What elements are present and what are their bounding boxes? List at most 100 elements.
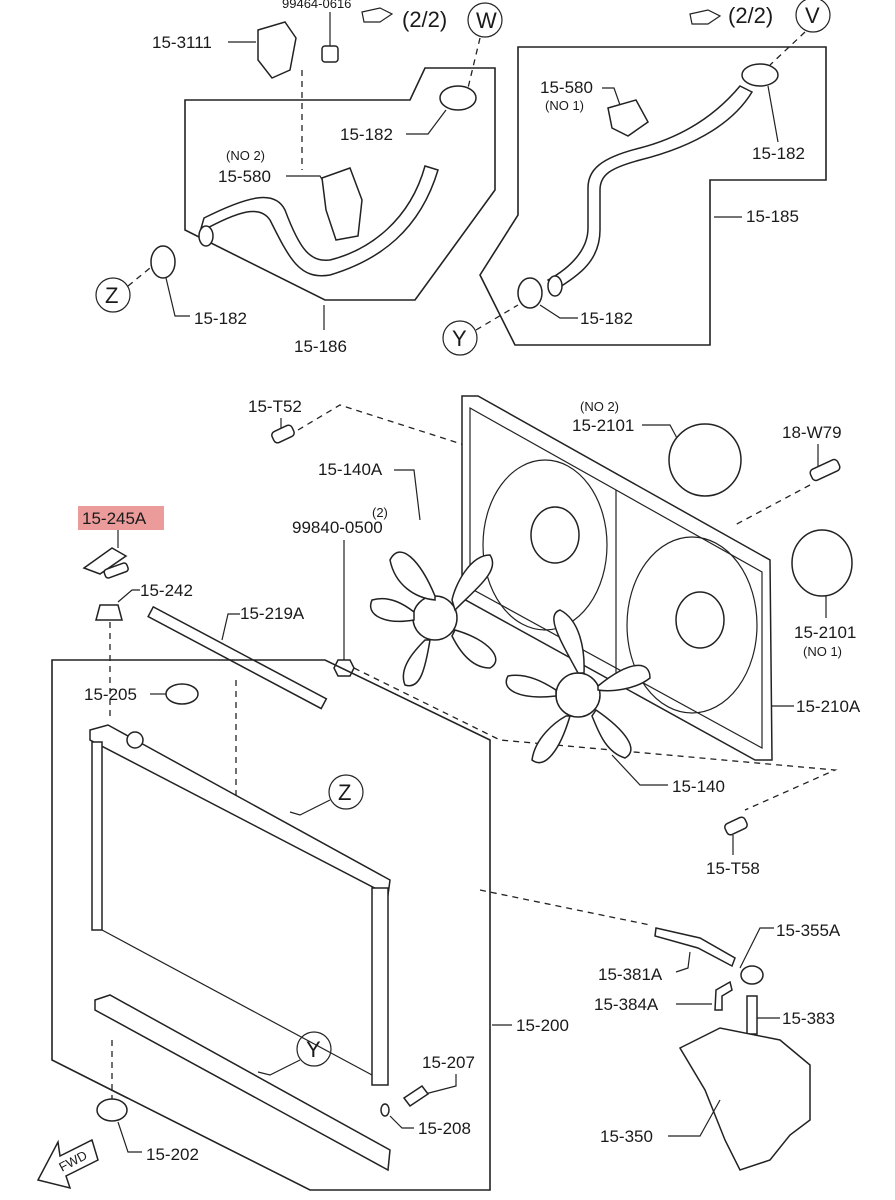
- label-15-205[interactable]: 15-205: [84, 685, 137, 704]
- clip-15-580-no2: [321, 167, 363, 241]
- radiator-bottom-tank: [94, 994, 391, 1172]
- motor-hub-right: [675, 591, 725, 649]
- ref-letter-z-rad: Z: [338, 780, 351, 805]
- fan-motor-no2: [668, 423, 742, 497]
- label-15-580-l[interactable]: 15-580: [218, 167, 271, 186]
- label-top-cut[interactable]: 99464-0616: [282, 0, 351, 11]
- label-15-381A[interactable]: 15-381A: [598, 965, 663, 984]
- label-15-580-r[interactable]: 15-580: [540, 78, 593, 97]
- cap-15-205: [165, 683, 199, 705]
- ref-note-v: (2/2): [728, 3, 773, 28]
- label-15-182-y[interactable]: 15-182: [580, 309, 633, 328]
- ref-letter-y-rad: Y: [306, 1037, 321, 1062]
- label-15-140A[interactable]: 15-140A: [318, 460, 383, 479]
- label-15-210A[interactable]: 15-210A: [796, 697, 861, 716]
- leader-line: [117, 1121, 142, 1153]
- label-15-140[interactable]: 15-140: [672, 777, 725, 796]
- label-15-2101-b[interactable]: 15-2101: [794, 623, 856, 642]
- label-qty-2: (2): [372, 505, 388, 520]
- leader-line: [767, 85, 779, 143]
- label-15-355A[interactable]: 15-355A: [776, 921, 841, 940]
- leader-line: [165, 277, 190, 317]
- radiator-side-left: [91, 741, 103, 931]
- bolt-18-W79: [809, 458, 841, 482]
- hose-15-185: [546, 85, 754, 292]
- hose-15-384A: [714, 980, 733, 1011]
- leader-line: [221, 613, 240, 641]
- label-15-207[interactable]: 15-207: [422, 1053, 475, 1072]
- bracket-15-3111: [257, 21, 297, 79]
- label-99840-0500[interactable]: 99840-0500: [292, 518, 383, 537]
- ref-circle-v[interactable]: [795, 0, 831, 33]
- leader-line: [289, 799, 331, 816]
- bolt-15-T52: [271, 424, 295, 444]
- fan-motor-no1: [791, 529, 853, 597]
- ref-letter-z-top: Z: [105, 283, 118, 308]
- leader-line: [424, 1074, 457, 1095]
- bushing-15-242: [95, 604, 123, 621]
- leader-line: [117, 589, 140, 603]
- dash-line: [734, 484, 811, 526]
- label-no2-580: (NO 2): [226, 148, 265, 163]
- fwd-arrow-icon: [36, 1138, 99, 1190]
- ref-circle-y-top[interactable]: [442, 320, 478, 356]
- radiator-top-tank: [89, 724, 391, 897]
- ref-circle-y-rad[interactable]: [296, 1031, 332, 1067]
- label-15-186[interactable]: 15-186: [294, 337, 347, 356]
- dash-line: [467, 37, 481, 89]
- label-15-242[interactable]: 15-242: [140, 581, 193, 600]
- shroud-inner: [469, 406, 763, 750]
- clamp-15-182: [517, 277, 543, 309]
- ref-circle-z-top[interactable]: [95, 277, 131, 313]
- clamp-15-182: [741, 63, 779, 87]
- label-15-208[interactable]: 15-208: [418, 1119, 471, 1138]
- hose-end: [547, 275, 563, 297]
- leader-line: [668, 1099, 721, 1137]
- drain-plug-top: [126, 731, 144, 749]
- hand-pointer-icon: [689, 9, 722, 25]
- clip-15-580-no1: [607, 99, 649, 137]
- label-15-200[interactable]: 15-200: [516, 1016, 569, 1035]
- leader-line: [739, 927, 774, 969]
- mount-15-202: [96, 1098, 128, 1122]
- dash-line: [475, 304, 519, 331]
- label-15-185[interactable]: 15-185: [746, 207, 799, 226]
- hose-end: [198, 225, 214, 247]
- reservoir-15-350: [678, 1027, 811, 1171]
- dash-line: [127, 267, 151, 287]
- hose-15-381A: [654, 927, 736, 968]
- group-outline-185: [479, 46, 827, 346]
- label-15-T52[interactable]: 15-T52: [248, 397, 302, 416]
- label-15-350[interactable]: 15-350: [600, 1127, 653, 1146]
- leader-line: [389, 1115, 414, 1129]
- leader-line: [539, 304, 578, 319]
- leader-line: [611, 754, 668, 786]
- ref-circle-z-rad[interactable]: [328, 774, 364, 810]
- label-15-182-v[interactable]: 15-182: [752, 144, 805, 163]
- label-15-T58[interactable]: 15-T58: [706, 859, 760, 878]
- label-15-3111[interactable]: 15-3111: [152, 33, 212, 52]
- label-no2-2101: (NO 2): [580, 399, 619, 414]
- label-15-182-z[interactable]: 15-182: [194, 309, 247, 328]
- group-outline-186: [184, 67, 496, 301]
- label-15-245A[interactable]: 15-245A: [82, 509, 147, 528]
- label-15-182-w[interactable]: 15-182: [340, 125, 393, 144]
- o-ring-15-208: [380, 1103, 390, 1117]
- label-15-384A[interactable]: 15-384A: [594, 995, 659, 1014]
- ref-letter-v: V: [805, 3, 820, 28]
- label-no1-580: (NO 1): [545, 98, 584, 113]
- cap-15-355A: [740, 965, 764, 985]
- clamp-15-182: [150, 245, 176, 279]
- fan-ring-left: [482, 459, 608, 631]
- label-15-2101-a[interactable]: 15-2101: [572, 416, 634, 435]
- leader-line: [675, 951, 691, 973]
- ref-circle-w[interactable]: [467, 2, 503, 38]
- leader-line: [257, 1059, 301, 1076]
- fan-15-140A: [369, 551, 497, 687]
- label-15-202[interactable]: 15-202: [146, 1145, 199, 1164]
- dash-line: [479, 889, 651, 926]
- label-15-383[interactable]: 15-383: [782, 1009, 835, 1028]
- label-15-219A[interactable]: 15-219A: [240, 604, 305, 623]
- label-18-W79[interactable]: 18-W79: [782, 423, 842, 442]
